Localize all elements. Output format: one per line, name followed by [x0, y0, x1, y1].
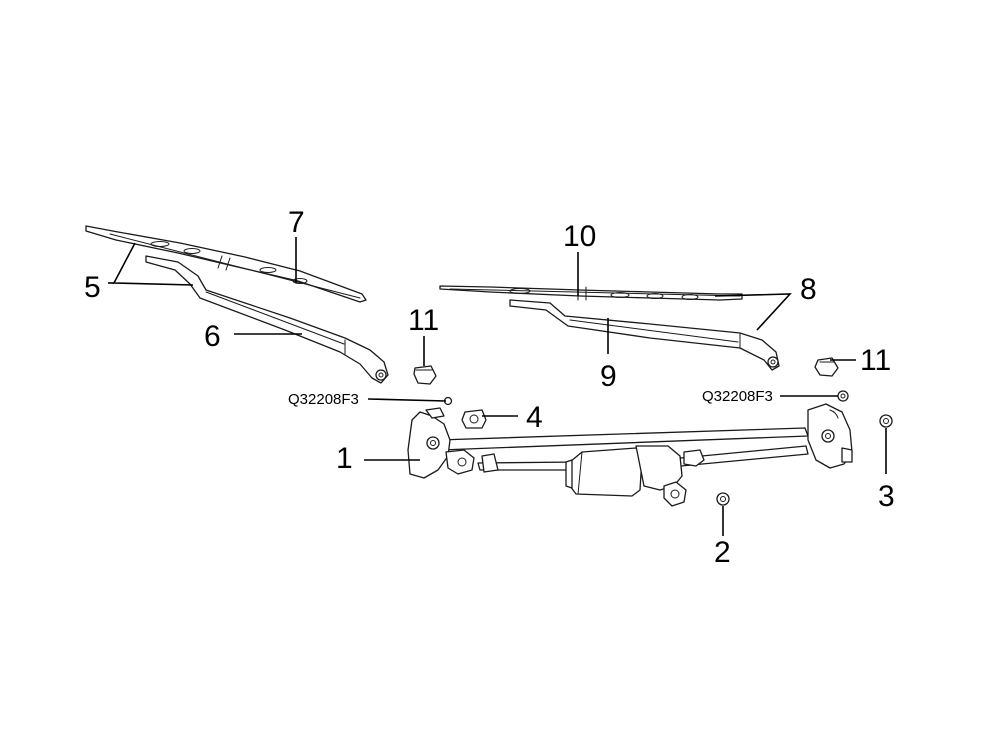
callout-3: 3	[878, 480, 895, 513]
callout-6: 6	[204, 320, 221, 353]
leader-lines	[108, 237, 887, 536]
part-code-left-nut: Q32208F3	[288, 391, 359, 408]
grommet	[461, 409, 487, 429]
callout-1: 1	[336, 442, 353, 475]
washer-right	[879, 414, 893, 428]
callout-10: 10	[563, 220, 596, 253]
right-wiper-arm	[509, 299, 780, 371]
left-wiper-blade	[85, 225, 367, 303]
callout-11-right: 11	[860, 344, 891, 377]
right-wiper-blade	[439, 285, 743, 301]
right-nut	[837, 390, 849, 402]
right-pivot-cap	[814, 357, 839, 377]
left-pivot-cap	[413, 365, 437, 385]
callout-7: 7	[288, 206, 305, 239]
left-wiper-arm	[145, 255, 389, 384]
callout-11-left: 11	[408, 304, 439, 337]
callout-5: 5	[84, 271, 101, 304]
callout-2: 2	[714, 536, 731, 569]
washer-bottom	[716, 492, 730, 506]
callout-4: 4	[526, 401, 543, 434]
callout-9: 9	[600, 360, 617, 393]
wiper-linkage-assembly	[407, 403, 853, 507]
callout-8: 8	[800, 273, 817, 306]
part-code-right-nut: Q32208F3	[702, 388, 773, 405]
